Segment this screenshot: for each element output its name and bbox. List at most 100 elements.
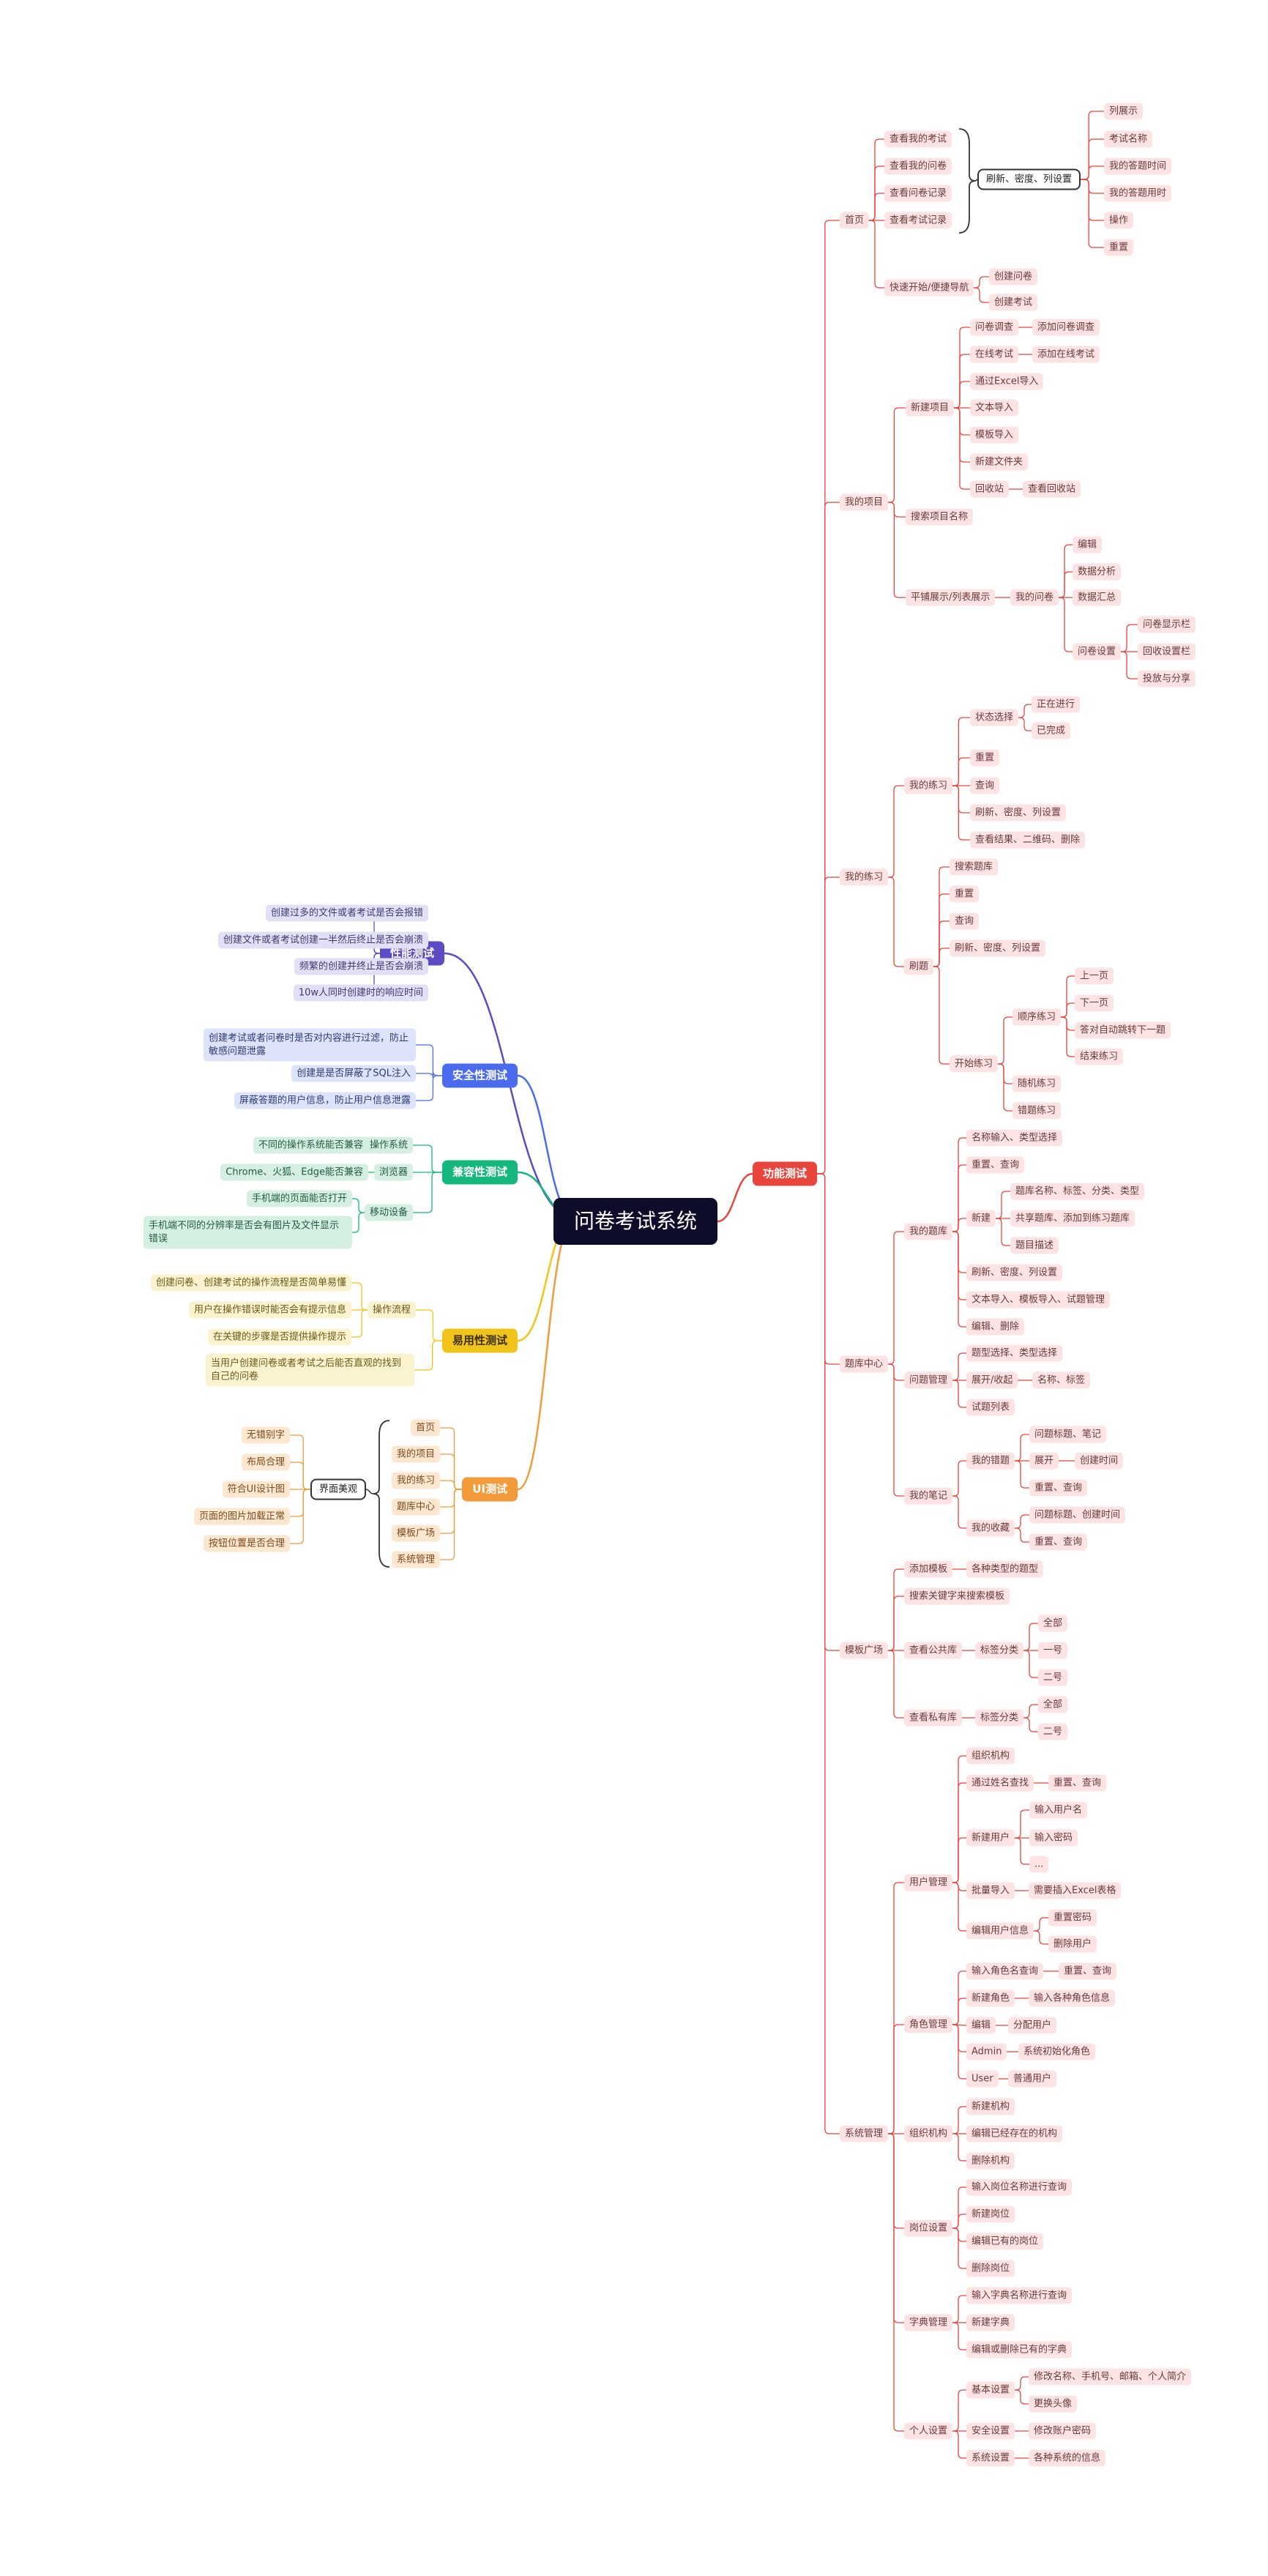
node-u2b[interactable]: 重置、查询 (1048, 1774, 1107, 1792)
node-e3b[interactable]: 各种系统的信息 (1029, 2449, 1106, 2467)
node-ub1[interactable]: 布局合理 (241, 1453, 290, 1471)
node-b3[interactable]: 刷新、密度、列设置 (966, 1264, 1063, 1281)
node-q1[interactable]: 创建问卷 (989, 268, 1038, 286)
node-k1[interactable]: 输入字典名称进行查询 (966, 2287, 1073, 2304)
node-cbr[interactable]: 浏览器 (373, 1164, 413, 1181)
node-w1[interactable]: 问题标题、笔记 (1029, 1426, 1107, 1443)
node-qm1[interactable]: 题型选择、类型选择 (966, 1344, 1063, 1362)
node-study[interactable]: 刷题 (904, 958, 934, 975)
node-w2[interactable]: 展开 (1029, 1452, 1059, 1470)
node-r1b[interactable]: 重置、查询 (1059, 1962, 1117, 1980)
node-bnote[interactable]: 我的笔记 (904, 1487, 953, 1505)
node-bank[interactable]: 题库中心 (840, 1355, 889, 1373)
node-grid[interactable]: 刷新、密度、列设置 (977, 168, 1081, 190)
node-taddb[interactable]: 各种类型的题型 (966, 1560, 1044, 1578)
node-b2[interactable]: 重置、查询 (966, 1156, 1025, 1174)
node-n2b[interactable]: 添加在线考试 (1032, 346, 1100, 363)
node-tadd[interactable]: 添加模板 (904, 1560, 953, 1578)
node-r5[interactable]: User (966, 2070, 999, 2088)
node-c5[interactable]: 重置 (1104, 239, 1134, 256)
node-r5b[interactable]: 普通用户 (1008, 2070, 1057, 2088)
node-u3a[interactable]: 输入用户名 (1029, 1801, 1088, 1819)
node-u4b[interactable]: 需要插入Excel表格 (1029, 1882, 1122, 1899)
node-pp4[interactable]: 查看结果、二维码、删除 (970, 831, 1086, 849)
node-seq[interactable]: 顺序练习 (1012, 1008, 1062, 1026)
node-usab[interactable]: 易用性测试 (441, 1328, 518, 1353)
node-u5a[interactable]: 重置密码 (1048, 1909, 1097, 1927)
node-cos[interactable]: 操作系统 (364, 1136, 413, 1154)
node-qm2[interactable]: 展开/收起 (966, 1371, 1018, 1389)
node-pmy[interactable]: 我的练习 (904, 777, 953, 794)
node-n4[interactable]: 文本导入 (970, 399, 1019, 417)
node-e1[interactable]: 基本设置 (966, 2381, 1015, 2399)
node-sc2[interactable]: 屏蔽答题的用户信息，防止用户信息泄露 (234, 1092, 416, 1109)
node-ubeau[interactable]: 界面美观 (310, 1478, 366, 1500)
node-k2[interactable]: 新建字典 (966, 2314, 1015, 2331)
node-home[interactable]: 首页 (840, 212, 870, 229)
node-s2[interactable]: 回收设置栏 (1138, 643, 1196, 660)
node-nw2[interactable]: 共享题库、添加到练习题库 (1010, 1210, 1135, 1227)
node-m3[interactable]: 数据汇总 (1073, 589, 1122, 606)
node-bnw[interactable]: 新建 (966, 1210, 996, 1227)
node-compat[interactable]: 兼容性测试 (441, 1160, 518, 1185)
node-tt2[interactable]: 一号 (1038, 1642, 1068, 1659)
node-u3[interactable]: 新建用户 (966, 1829, 1015, 1847)
node-pnew[interactable]: 新建项目 (906, 399, 955, 417)
node-root[interactable]: 问卷考试系统 (553, 1198, 718, 1245)
node-tt3[interactable]: 二号 (1038, 1669, 1068, 1686)
node-tpriv[interactable]: 查看私有库 (904, 1709, 963, 1727)
node-m2[interactable]: 数据分析 (1073, 563, 1122, 581)
node-c3[interactable]: 我的答题用时 (1104, 185, 1172, 202)
node-pf2[interactable]: 频繁的创建并终止是否会崩溃 (294, 958, 428, 975)
node-tt1[interactable]: 全部 (1038, 1615, 1068, 1632)
node-c2[interactable]: 我的答题时间 (1104, 157, 1172, 175)
node-ha[interactable]: 查看我的考试 (884, 130, 952, 148)
node-j3[interactable]: 编辑已有的岗位 (966, 2233, 1044, 2250)
node-hd[interactable]: 查看考试记录 (884, 212, 952, 229)
node-r2[interactable]: 新建角色 (966, 1989, 1015, 2007)
node-s1[interactable]: 问卷显示栏 (1138, 616, 1196, 633)
node-pf0[interactable]: 创建过多的文件或者考试是否会报错 (265, 904, 428, 922)
node-uf4[interactable]: 当用户创建问卷或者考试之后能否直观的找到自己的问卷 (206, 1353, 414, 1387)
node-b4[interactable]: 文本导入、模板导入、试题管理 (966, 1291, 1111, 1309)
node-pp2[interactable]: 查询 (970, 777, 1000, 794)
node-pq2[interactable]: 下一页 (1075, 994, 1114, 1012)
node-r4[interactable]: Admin (966, 2043, 1007, 2061)
node-w3[interactable]: 重置、查询 (1029, 1479, 1088, 1497)
node-m1[interactable]: 编辑 (1073, 536, 1103, 554)
node-j2[interactable]: 新建岗位 (966, 2205, 1015, 2223)
node-o3[interactable]: 删除机构 (966, 2152, 1015, 2170)
node-ui1[interactable]: 我的项目 (391, 1445, 440, 1463)
node-ub3[interactable]: 页面的图片加载正常 (193, 1508, 290, 1525)
node-pp3[interactable]: 刷新、密度、列设置 (970, 804, 1067, 822)
node-start[interactable]: 开始练习 (950, 1055, 999, 1073)
node-ptile[interactable]: 平铺展示/列表展示 (906, 589, 996, 606)
node-e3[interactable]: 系统设置 (966, 2449, 1015, 2467)
node-r4b[interactable]: 系统初始化角色 (1018, 2043, 1096, 2061)
node-e1a[interactable]: 修改名称、手机号、邮箱、个人简介 (1029, 2368, 1192, 2386)
node-f2[interactable]: 重置、查询 (1029, 1533, 1088, 1551)
node-spers[interactable]: 个人设置 (904, 2422, 953, 2440)
node-ui0[interactable]: 首页 (410, 1419, 440, 1437)
node-c4[interactable]: 操作 (1104, 212, 1134, 229)
node-sys[interactable]: 系统管理 (840, 2125, 889, 2143)
node-n7[interactable]: 回收站 (970, 480, 1010, 498)
node-w2b[interactable]: 创建时间 (1075, 1452, 1124, 1470)
node-nw3[interactable]: 题目描述 (1010, 1237, 1059, 1254)
node-s3[interactable]: 投放与分享 (1138, 670, 1196, 688)
node-ui4[interactable]: 模板广场 (391, 1525, 440, 1542)
node-o2[interactable]: 编辑已经存在的机构 (966, 2125, 1063, 2143)
node-spost[interactable]: 岗位设置 (904, 2219, 953, 2237)
node-m4[interactable]: 问卷设置 (1073, 643, 1122, 660)
node-sc1[interactable]: 创建是是否屏蔽了SQL注入 (291, 1065, 416, 1082)
node-n1[interactable]: 问卷调查 (970, 319, 1019, 336)
node-tpl[interactable]: 模板广场 (840, 1642, 889, 1659)
node-proj[interactable]: 我的项目 (840, 494, 889, 511)
node-hb[interactable]: 查看我的问卷 (884, 157, 952, 175)
node-nw1[interactable]: 题库名称、标签、分类、类型 (1010, 1183, 1145, 1200)
node-e2[interactable]: 安全设置 (966, 2422, 1015, 2440)
node-u3c[interactable]: ... (1029, 1855, 1049, 1873)
node-q2[interactable]: 创建考试 (989, 294, 1038, 311)
node-cmob1[interactable]: 手机端的页面能否打开 (246, 1190, 352, 1207)
node-e1b[interactable]: 更换头像 (1029, 2395, 1078, 2413)
